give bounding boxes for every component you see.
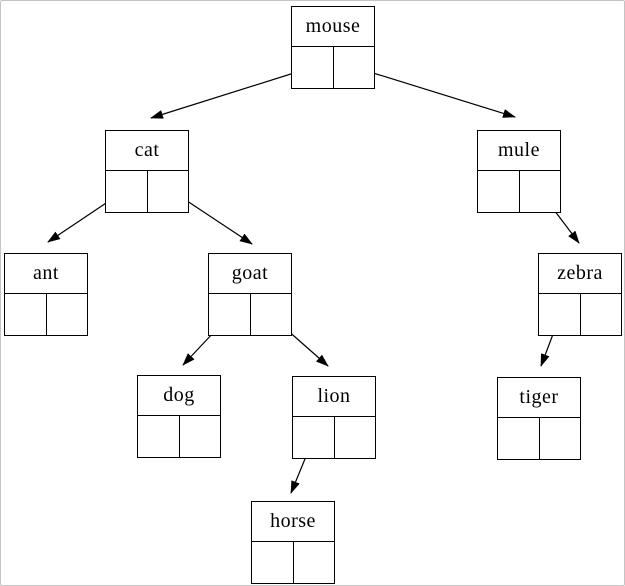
node-zebra: zebra	[538, 253, 622, 336]
node-mule-pointer-cells	[478, 171, 560, 212]
node-mule-label: mule	[478, 131, 560, 171]
node-horse-pointer-cells	[252, 542, 334, 583]
node-mouse-left-pointer-cell	[292, 47, 334, 88]
node-cat: cat	[105, 130, 189, 213]
node-cat-pointer-cells	[106, 171, 188, 212]
node-zebra-right-pointer-cell	[581, 294, 622, 335]
node-ant-right-pointer-cell	[47, 294, 88, 335]
node-ant: ant	[4, 253, 88, 336]
node-horse-right-pointer-cell	[294, 542, 335, 583]
node-dog-right-pointer-cell	[180, 416, 221, 457]
node-mule-left-pointer-cell	[478, 171, 520, 212]
node-goat-left-pointer-cell	[209, 294, 251, 335]
node-tiger-right-pointer-cell	[540, 418, 581, 459]
node-horse: horse	[251, 501, 335, 584]
node-dog: dog	[137, 375, 221, 458]
node-horse-label: horse	[252, 502, 334, 542]
node-horse-left-pointer-cell	[252, 542, 294, 583]
edge-mouse-left-cat	[150, 66, 314, 119]
node-lion-pointer-cells	[293, 417, 375, 458]
node-goat: goat	[208, 253, 292, 336]
node-cat-right-pointer-cell	[148, 171, 189, 212]
node-mule: mule	[477, 130, 561, 213]
node-zebra-left-pointer-cell	[539, 294, 581, 335]
node-lion: lion	[292, 376, 376, 459]
node-tiger: tiger	[497, 377, 581, 460]
node-lion-left-pointer-cell	[293, 417, 335, 458]
node-ant-pointer-cells	[5, 294, 87, 335]
node-tiger-pointer-cells	[498, 418, 580, 459]
node-goat-label: goat	[209, 254, 291, 294]
node-lion-right-pointer-cell	[335, 417, 376, 458]
node-goat-pointer-cells	[209, 294, 291, 335]
node-lion-label: lion	[293, 377, 375, 417]
node-dog-label: dog	[138, 376, 220, 416]
node-goat-right-pointer-cell	[251, 294, 292, 335]
node-mouse: mouse	[291, 6, 375, 89]
node-mouse-label: mouse	[292, 7, 374, 47]
node-ant-left-pointer-cell	[5, 294, 47, 335]
node-cat-label: cat	[106, 131, 188, 171]
node-zebra-pointer-cells	[539, 294, 621, 335]
node-tiger-left-pointer-cell	[498, 418, 540, 459]
edge-mouse-right-mule	[353, 66, 516, 118]
node-mule-right-pointer-cell	[520, 171, 561, 212]
node-zebra-label: zebra	[539, 254, 621, 294]
node-mouse-pointer-cells	[292, 47, 374, 88]
node-dog-pointer-cells	[138, 416, 220, 457]
node-cat-left-pointer-cell	[106, 171, 148, 212]
node-mouse-right-pointer-cell	[334, 47, 375, 88]
node-tiger-label: tiger	[498, 378, 580, 418]
node-ant-label: ant	[5, 254, 87, 294]
node-dog-left-pointer-cell	[138, 416, 180, 457]
